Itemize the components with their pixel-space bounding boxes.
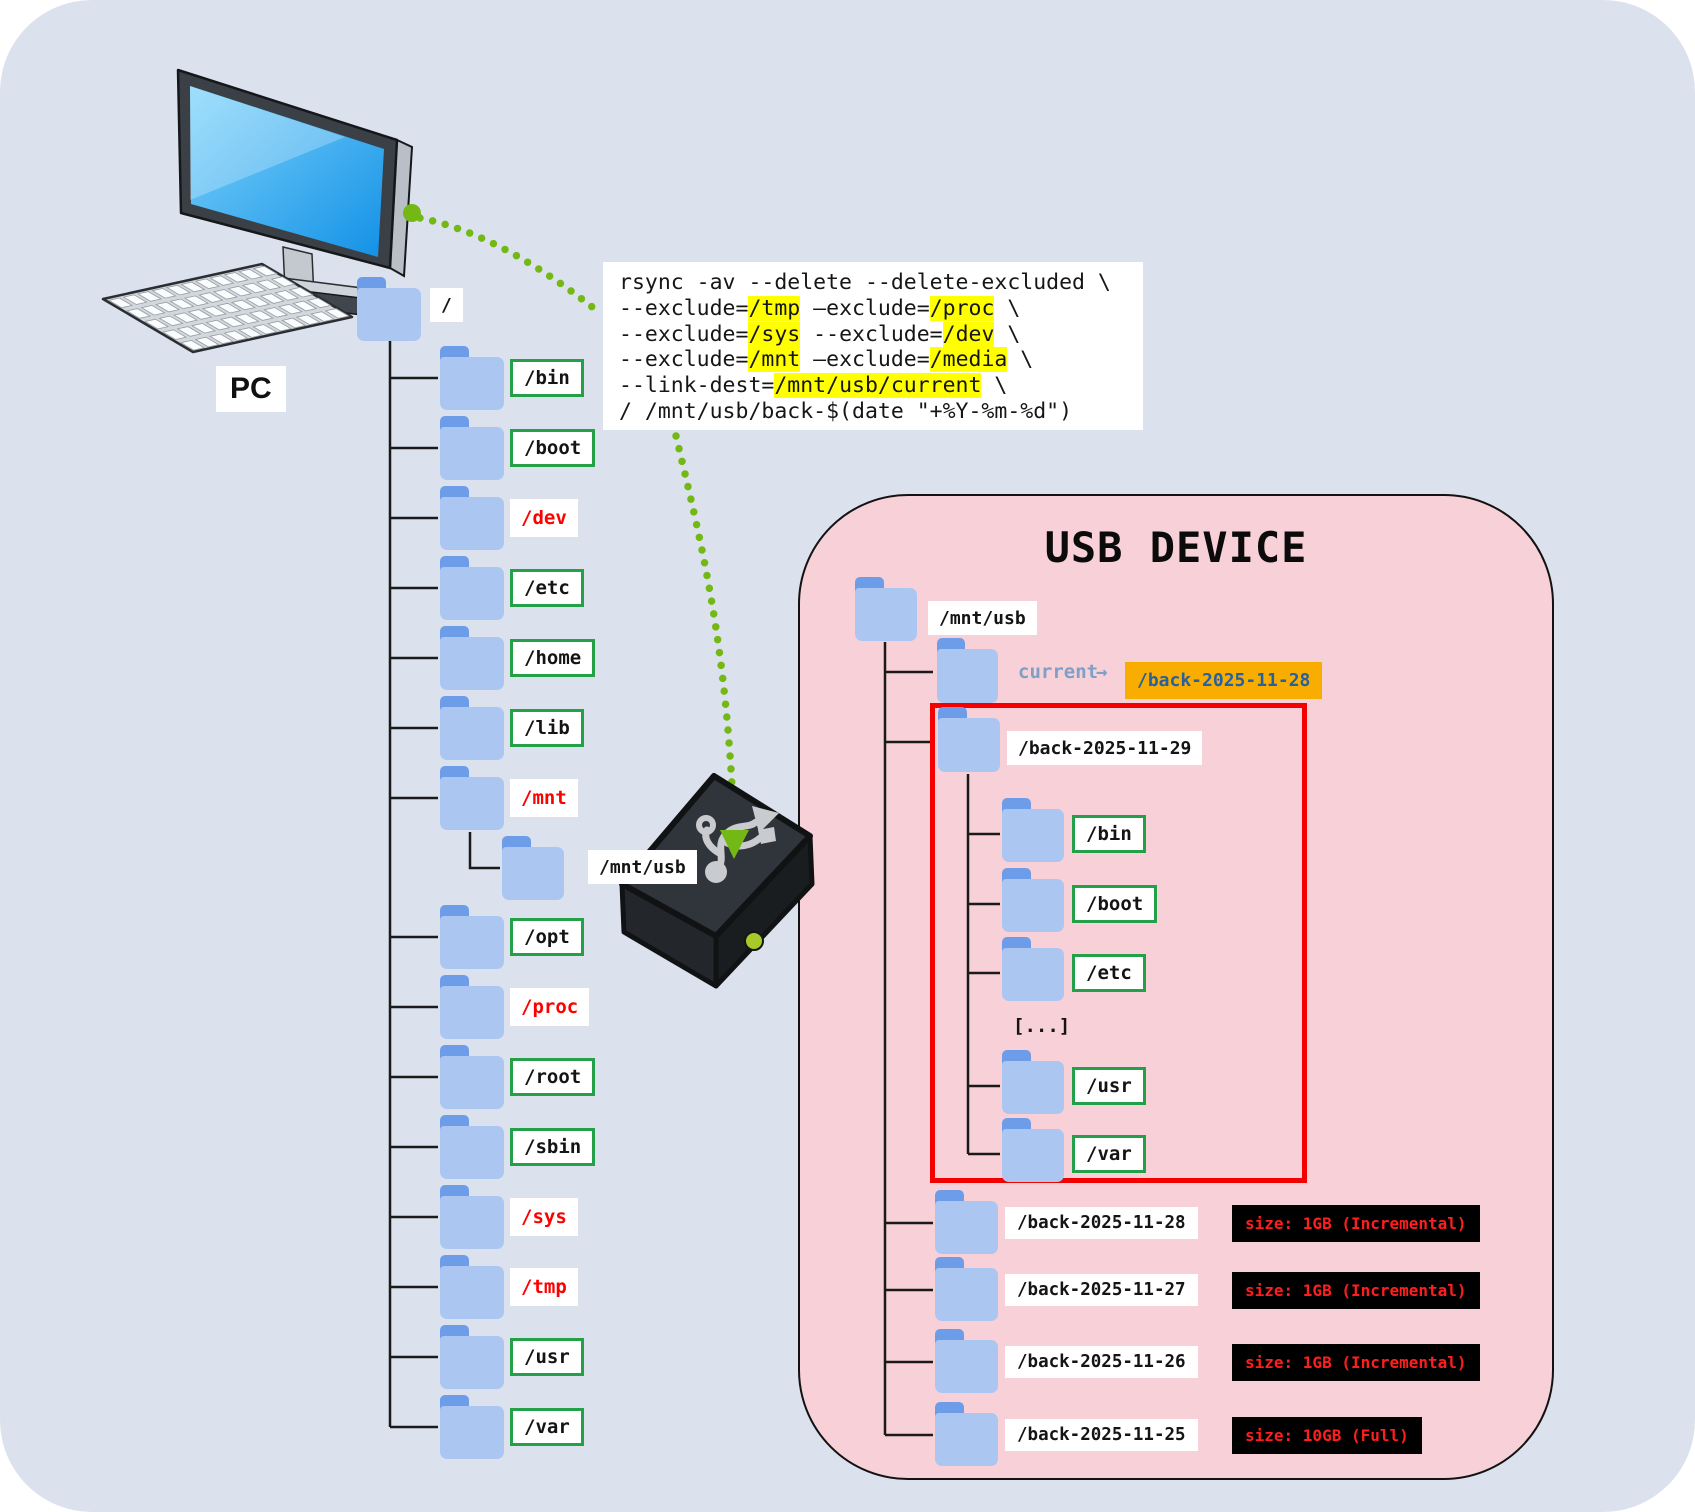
tree-label-var: /var: [510, 1408, 584, 1446]
current-symlink-label: current: [1018, 661, 1099, 683]
size-badge-back-2025-11-26: size: 1GB (Incremental): [1232, 1344, 1480, 1381]
folder-icon-proc: [440, 975, 504, 1039]
folder-icon-etc: [440, 556, 504, 620]
tree-label-sbin: /sbin: [510, 1128, 596, 1166]
tree-label-proc: /proc: [510, 988, 590, 1026]
tree-label-usr: /usr: [510, 1338, 584, 1376]
usb-device-panel: [798, 494, 1554, 1480]
folder-icon-dev: [440, 486, 504, 550]
pc-label: PC: [216, 366, 286, 412]
command-line-2: --exclude=/tmp –exclude=/proc \: [619, 295, 1021, 321]
folder-icon-back-2025-11-25: [935, 1402, 998, 1466]
folder-icon-boot: [440, 416, 504, 480]
mnt-usb-device-label: /mnt/usb: [588, 850, 697, 884]
folder-icon-back29-etc: [1002, 937, 1064, 1001]
usb-panel-title: USB DEVICE: [1044, 523, 1308, 572]
back29-label-var: /var: [1072, 1135, 1146, 1173]
tree-label-sys: /sys: [510, 1198, 578, 1236]
tree-label-boot: /boot: [510, 429, 596, 467]
tree-label-dev: /dev: [510, 499, 578, 537]
tree-label-opt: /opt: [510, 918, 584, 956]
command-line-4: --exclude=/mnt –exclude=/media \: [619, 347, 1034, 373]
folder-icon-root: [357, 277, 421, 341]
newest-backup-label: /back-2025-11-29: [1007, 731, 1203, 765]
size-badge-back-2025-11-27: size: 1GB (Incremental): [1232, 1272, 1480, 1309]
back29-label-boot: /boot: [1072, 885, 1158, 923]
folder-icon-sys: [440, 1185, 504, 1249]
folder-icon-back-2025-11-26: [935, 1329, 998, 1393]
command-line-5: --link-dest=/mnt/usb/current \: [619, 373, 1008, 399]
current-target-badge: /back-2025-11-28: [1125, 662, 1323, 699]
tree-label-mnt: /mnt: [510, 779, 578, 817]
backup-label-back-2025-11-27: /back-2025-11-27: [1005, 1274, 1198, 1306]
rsync-command-box: rsync -av --delete --delete-excluded \--…: [603, 262, 1143, 430]
back29-label-etc: /etc: [1072, 954, 1146, 992]
folder-icon-back29-var: [1002, 1118, 1064, 1182]
backup-label-back-2025-11-25: /back-2025-11-25: [1005, 1419, 1198, 1451]
folder-icon-back29-usr: [1002, 1050, 1064, 1114]
folder-icon-back-2025-11-29: [938, 707, 1000, 772]
back29-label-usr: /usr: [1072, 1067, 1146, 1105]
command-line-6: / /mnt/usb/back-$(date "+%Y-%m-%d"): [619, 398, 1073, 424]
command-line-1: rsync -av --delete --delete-excluded \: [619, 270, 1111, 295]
folder-icon-back-2025-11-28: [935, 1190, 998, 1254]
folder-icon-usr: [440, 1325, 504, 1389]
folder-icon-root: [440, 1045, 504, 1109]
tree-label-etc: /etc: [510, 569, 584, 607]
folder-icon-sbin: [440, 1115, 504, 1179]
folder-icon-back29-boot: [1002, 868, 1064, 932]
newest-backup-highlight-box: [930, 703, 1307, 1183]
folder-icon-lib: [440, 696, 504, 760]
folder-icon-current: [937, 638, 998, 703]
tree-label-lib: /lib: [510, 709, 584, 747]
ellipsis-label: [...]: [1013, 1015, 1071, 1037]
back29-label-bin: /bin: [1072, 815, 1146, 853]
tree-label-bin: /bin: [510, 359, 584, 397]
folder-icon-var: [440, 1395, 504, 1459]
size-badge-back-2025-11-28: size: 1GB (Incremental): [1232, 1205, 1480, 1242]
current-arrow-icon: →: [1096, 661, 1108, 683]
folder-icon-back29-bin: [1002, 798, 1064, 862]
folder-icon-bin: [440, 346, 504, 410]
usb-root-label: /mnt/usb: [928, 601, 1037, 635]
size-badge-back-2025-11-25: size: 10GB (Full): [1232, 1417, 1422, 1454]
tree-label-tmp: /tmp: [510, 1268, 578, 1306]
tree-label-root: /root: [510, 1058, 596, 1096]
root-label: /: [430, 288, 463, 322]
folder-icon-mnt-usb: [502, 836, 564, 900]
folder-icon-opt: [440, 905, 504, 969]
folder-icon-mnt: [440, 766, 504, 830]
tree-label-home: /home: [510, 639, 596, 677]
backup-label-back-2025-11-28: /back-2025-11-28: [1005, 1207, 1198, 1239]
folder-icon-back-2025-11-27: [935, 1257, 998, 1321]
folder-icon-usb-root: [855, 577, 917, 641]
folder-icon-tmp: [440, 1255, 504, 1319]
folder-icon-home: [440, 626, 504, 690]
backup-label-back-2025-11-26: /back-2025-11-26: [1005, 1346, 1198, 1378]
command-line-3: --exclude=/sys --exclude=/dev \: [619, 321, 1021, 347]
